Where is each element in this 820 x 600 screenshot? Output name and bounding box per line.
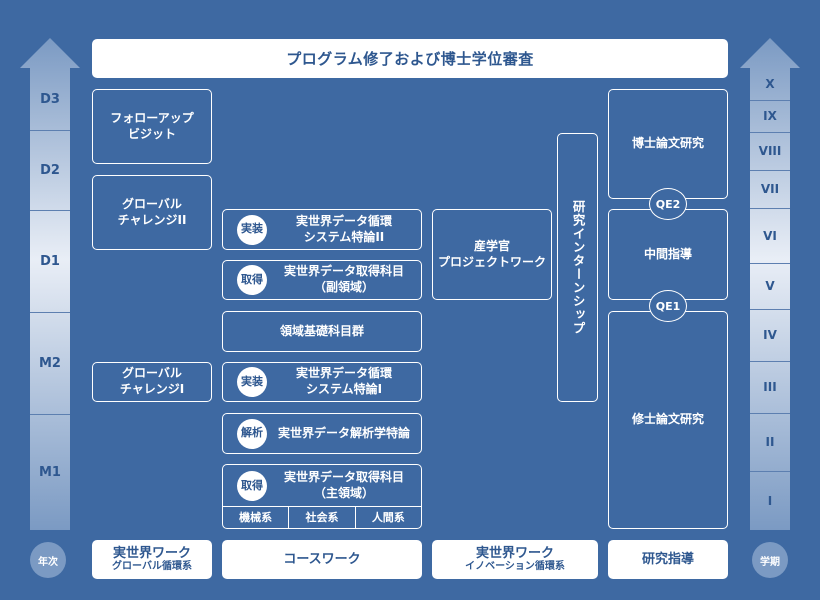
global-challenge-1-box: グローバル チャレンジI xyxy=(92,362,212,402)
doctoral-thesis-box: 博士論文研究 xyxy=(608,89,728,199)
page-title: プログラム修了および博士学位審査 xyxy=(286,50,534,68)
course-realworld-system-1: 実装 実世界データ循環 システム特論I xyxy=(222,362,422,402)
course-acquisition-sub: 取得 実世界データ取得科目 （副領域） xyxy=(222,260,422,300)
year-axis-arrow xyxy=(20,38,80,530)
semester-3: III xyxy=(763,380,777,394)
qe2-marker: QE2 xyxy=(649,188,687,220)
year-d2: D2 xyxy=(40,162,60,178)
semester-2: II xyxy=(765,435,775,449)
semester-6: VI xyxy=(763,228,777,243)
mid-guidance-box: 中間指導 xyxy=(608,209,728,300)
semester-1: I xyxy=(767,493,773,508)
year-d3: D3 xyxy=(40,91,60,107)
course-basic-domain-group: 領域基礎科目群 xyxy=(222,311,422,352)
year-m1: M1 xyxy=(39,464,61,480)
followup-visit-box: フォローアップ ビジット xyxy=(92,89,212,164)
page-title-bar: プログラム修了および博士学位審査 xyxy=(92,39,728,78)
industry-project-work-box: 産学官 プロジェクトワーク xyxy=(432,209,552,300)
subfield-human: 人間系 xyxy=(371,510,405,524)
research-internship-box: 研究インターンシップ xyxy=(557,133,598,402)
year-axis-label: 年次 xyxy=(30,542,66,578)
subfield-mechanical: 機械系 xyxy=(223,507,290,528)
year-m2: M2 xyxy=(39,355,61,371)
semester-7: VII xyxy=(760,182,780,196)
master-thesis-box: 修士論文研究 xyxy=(608,311,728,529)
course-tag-implement: 実装 xyxy=(237,214,267,245)
semester-axis-label: 学期 xyxy=(752,542,788,578)
footer-global-work: 実世界ワーク グローバル循環系 xyxy=(92,540,212,579)
course-data-analysis: 解析 実世界データ解析学特論 xyxy=(222,413,422,454)
subfield-row: 機械系 社会系 人間系 xyxy=(223,506,421,528)
year-d1: D1 xyxy=(40,253,60,269)
qe1-marker: QE1 xyxy=(649,290,687,322)
footer-coursework: コースワーク xyxy=(222,540,422,579)
semester-5: V xyxy=(765,279,775,293)
semester-10: X xyxy=(765,77,775,91)
semester-4: IV xyxy=(763,328,777,342)
footer-research-guidance: 研究指導 xyxy=(608,540,728,579)
semester-axis: X IX VIII VII VI V IV III II I xyxy=(740,38,800,530)
subfield-social: 社会系 xyxy=(289,507,356,528)
semester-9: IX xyxy=(763,109,777,123)
course-tag-acquire: 取得 xyxy=(237,470,267,501)
global-challenge-2-box: グローバル チャレンジII xyxy=(92,175,212,250)
course-realworld-system-2: 実装 実世界データ循環 システム特論II xyxy=(222,209,422,250)
course-acquisition-main: 取得 実世界データ取得科目 （主領域） 機械系 社会系 人間系 xyxy=(222,464,422,529)
footer-innovation-work: 実世界ワーク イノベーション循環系 xyxy=(432,540,598,579)
semester-axis-arrow xyxy=(740,38,800,530)
course-tag-implement: 実装 xyxy=(237,367,267,397)
course-tag-acquire: 取得 xyxy=(237,265,267,295)
year-axis: D3 D2 D1 M2 M1 xyxy=(20,38,80,530)
course-tag-analyze: 解析 xyxy=(237,418,267,449)
semester-8: VIII xyxy=(758,144,782,158)
